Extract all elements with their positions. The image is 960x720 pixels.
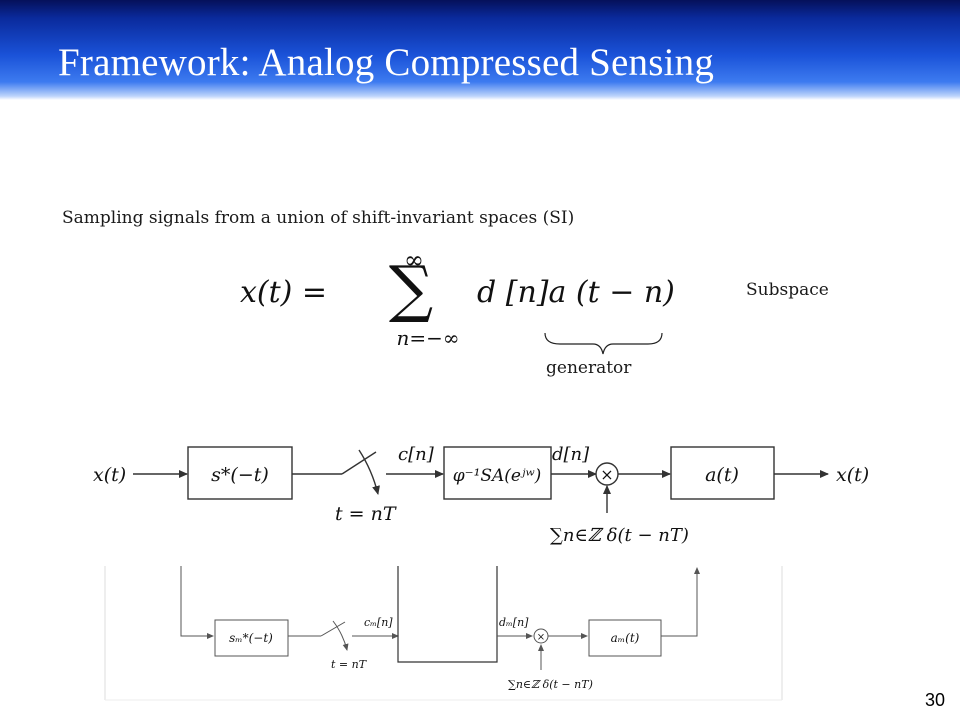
branch-prefilter-label: sₘ*(−t) xyxy=(229,631,273,645)
branch-input-wire xyxy=(180,566,214,639)
branch-sampler-arc xyxy=(332,620,349,651)
branch-sampler-switch xyxy=(320,621,346,637)
slide-subtitle: Sampling signals from a union of shift-i… xyxy=(62,208,575,228)
sum-upper-limit: ∞ xyxy=(404,246,424,274)
sampler-label: t = nT xyxy=(335,503,397,525)
impulse-train-label: ∑n∈ℤ δ(t − nT) xyxy=(550,525,689,546)
main-input-label: x(t) xyxy=(93,464,126,486)
samples-label: c[n] xyxy=(398,444,435,465)
sampler-switch xyxy=(341,451,377,475)
branch-reconstruction-label: aₘ(t) xyxy=(611,631,640,645)
branch-sampler-label: t = nT xyxy=(331,658,368,671)
title-bar: Framework: Analog Compressed Sensing xyxy=(0,0,960,100)
branch-prefilter-block xyxy=(214,619,289,657)
generator-label: generator xyxy=(546,358,632,378)
equation: x(t) = ∞ ∑ n=−∞ d [n]a (t − n) xyxy=(240,246,675,355)
sum-symbol: ∑ xyxy=(389,252,433,325)
multiply-icon: × xyxy=(600,465,613,484)
generator-brace xyxy=(544,332,663,355)
correction-filter-label: φ⁻¹SA(eʲʷ) xyxy=(453,466,542,486)
slide-title: Framework: Analog Compressed Sensing xyxy=(58,41,715,84)
reconstruction-label: a(t) xyxy=(705,464,739,486)
branch-coeffs-label: dₘ[n] xyxy=(499,616,529,629)
branch-impulse-train-label: ∑n∈ℤ δ(t − nT) xyxy=(508,678,593,691)
reconstruction-block xyxy=(670,446,775,500)
main-block-diagram: x(t) s*(−t) t = nT c[n] φ⁻¹SA(eʲʷ) d[n] … xyxy=(93,444,869,546)
sum-lower-limit: n=−∞ xyxy=(396,326,459,350)
branch-correction-block xyxy=(397,566,498,663)
page-number: 30 xyxy=(925,690,946,710)
equation-term: d [n]a (t − n) xyxy=(477,275,675,310)
branch-output-wire xyxy=(661,567,700,637)
branch-multiply-icon: × xyxy=(537,632,545,643)
correction-filter-block xyxy=(443,446,552,500)
coeffs-label: d[n] xyxy=(552,444,590,465)
branch-samples-label: cₘ[n] xyxy=(364,616,393,629)
branch-block-diagram: sₘ*(−t) t = nT cₘ[n] dₘ[n] × ∑n∈ℤ δ(t − … xyxy=(104,566,783,701)
main-output-label: x(t) xyxy=(836,464,869,486)
subspace-label: Subspace xyxy=(746,280,829,300)
prefilter-label: s*(−t) xyxy=(211,464,269,486)
sampler-arc xyxy=(358,449,380,495)
prefilter-block xyxy=(187,446,293,500)
equation-lhs: x(t) = xyxy=(240,275,327,310)
branch-reconstruction-block xyxy=(588,619,662,657)
